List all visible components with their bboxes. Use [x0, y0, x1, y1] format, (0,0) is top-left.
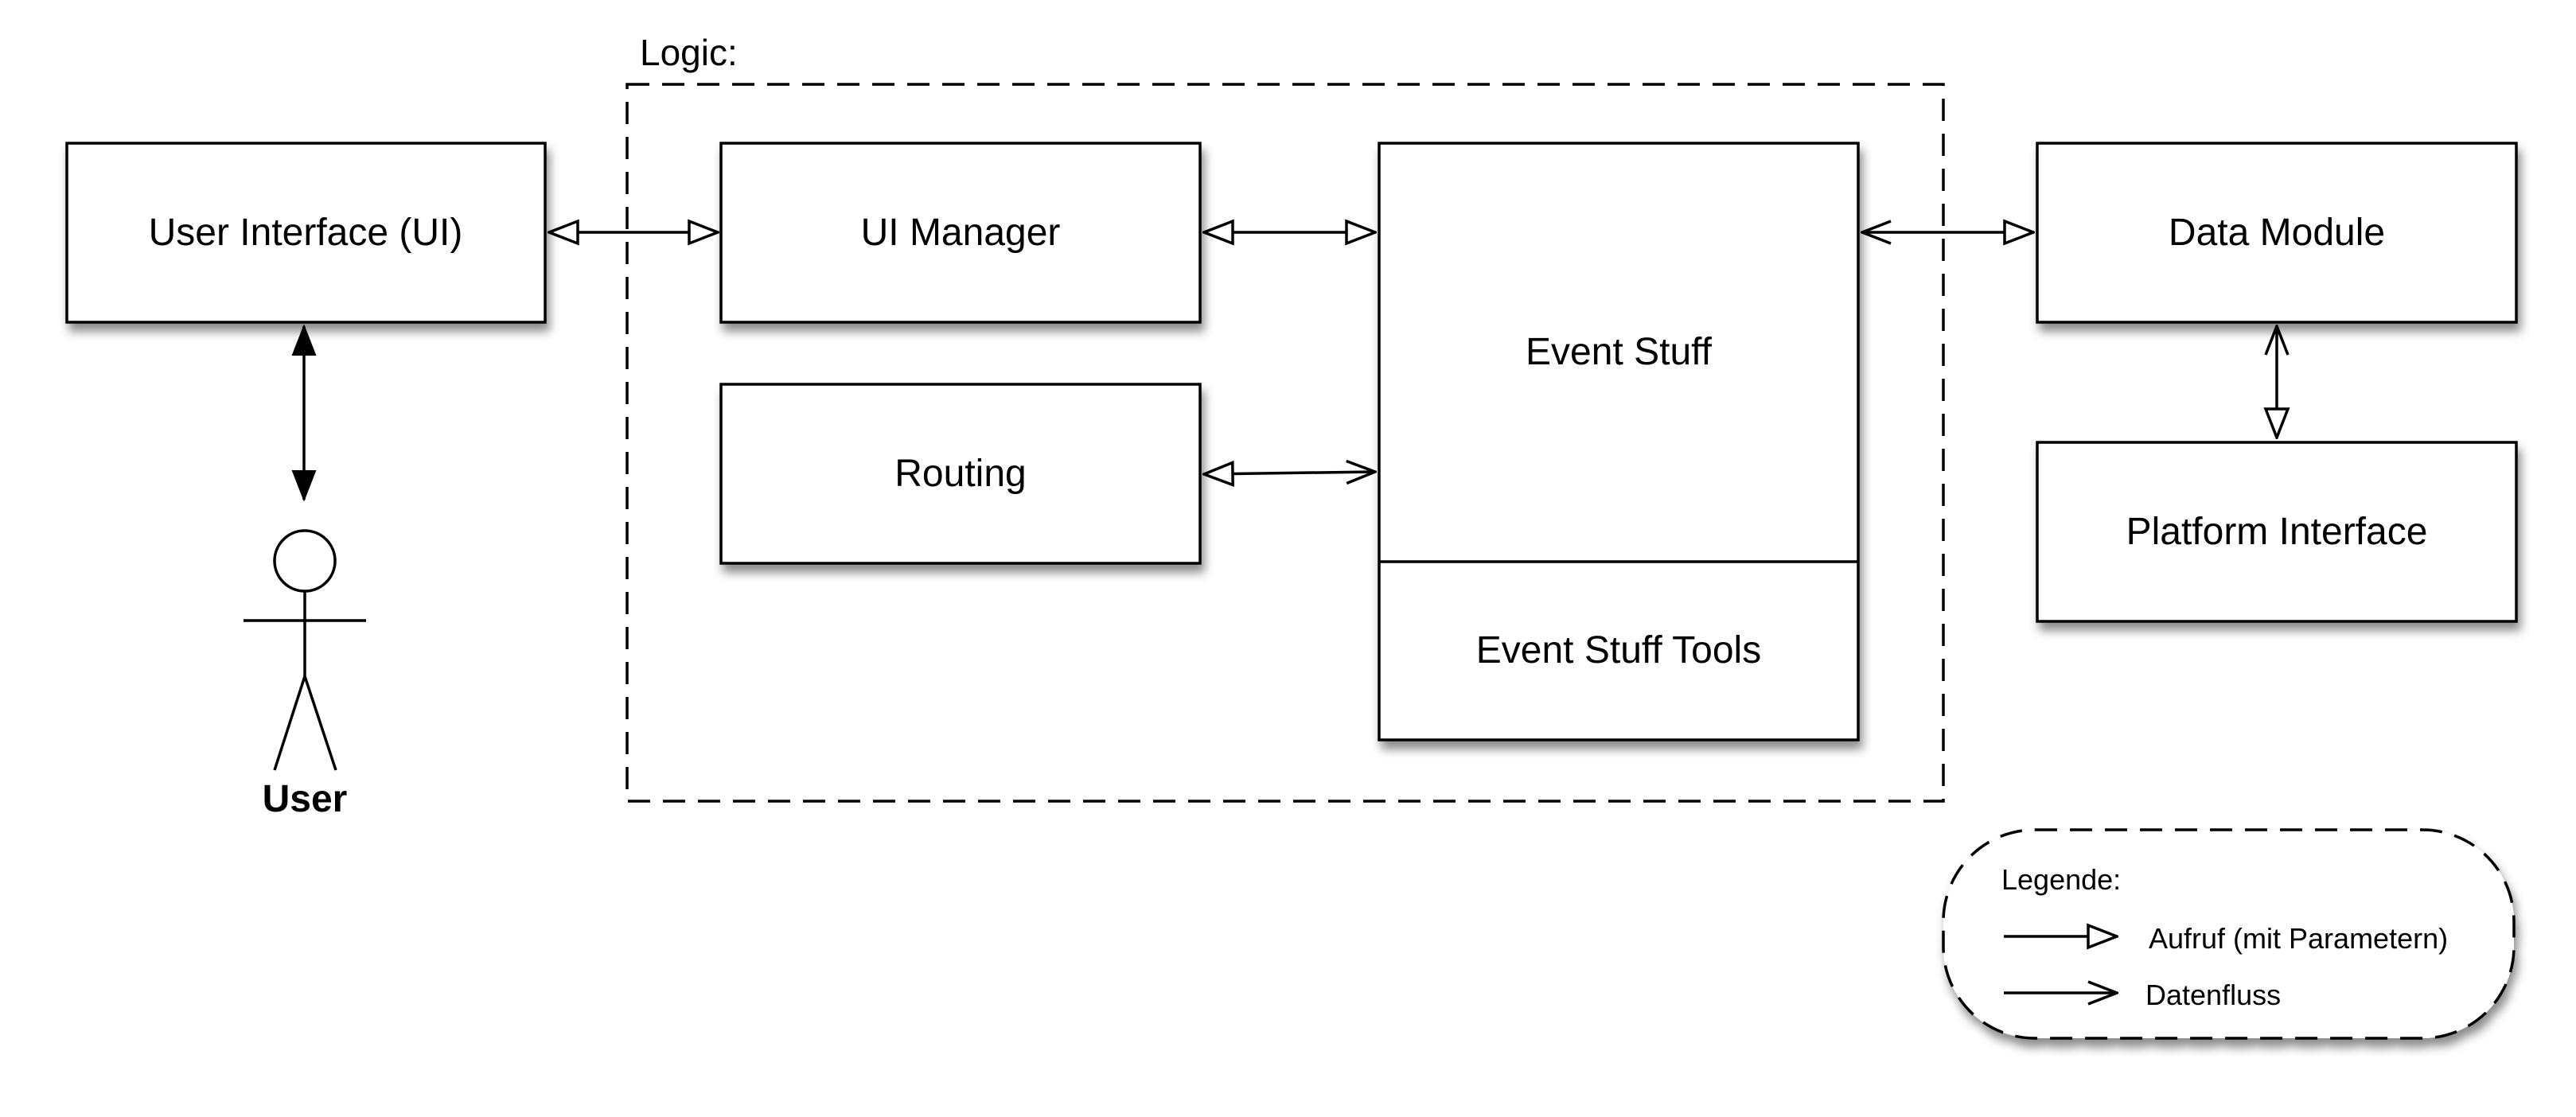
connectors — [304, 232, 2277, 500]
legend-title: Legende: — [2001, 863, 2121, 896]
ui-manager-label: UI Manager — [861, 212, 1061, 254]
user-interface-label: User Interface (UI) — [149, 212, 463, 254]
legend-dataflow-label: Datenfluss — [2145, 979, 2281, 1011]
user-actor-label: User — [263, 778, 348, 820]
logic-group-label: Logic: — [640, 32, 738, 73]
platform-interface-label: Platform Interface — [2126, 511, 2428, 553]
platform-interface-box[interactable]: Platform Interface — [2036, 441, 2518, 623]
actor-head-icon — [273, 529, 337, 593]
arrow-routing-to-event-stuff — [1204, 472, 1375, 474]
legend: Legende: Aufruf (mit Parametern) Datenfl… — [1942, 828, 2516, 1040]
user-interface-box[interactable]: User Interface (UI) — [65, 142, 547, 324]
data-module-label: Data Module — [2169, 212, 2385, 254]
actor-left-leg — [273, 675, 306, 771]
actor-right-leg — [303, 675, 337, 771]
event-stuff-label: Event Stuff — [1526, 331, 1713, 373]
user-actor — [244, 529, 366, 771]
data-module-box[interactable]: Data Module — [2036, 142, 2518, 324]
event-stuff-tools-label: Event Stuff Tools — [1476, 629, 1761, 671]
ui-manager-box[interactable]: UI Manager — [719, 142, 1202, 324]
legend-border — [1942, 828, 2516, 1040]
logic-group: Logic: — [625, 32, 1945, 803]
legend-call-label: Aufruf (mit Parametern) — [2149, 922, 2448, 955]
event-stuff-box[interactable]: Event Stuff Event Stuff Tools — [1378, 142, 1860, 741]
routing-box[interactable]: Routing — [719, 383, 1202, 565]
routing-label: Routing — [894, 453, 1026, 495]
